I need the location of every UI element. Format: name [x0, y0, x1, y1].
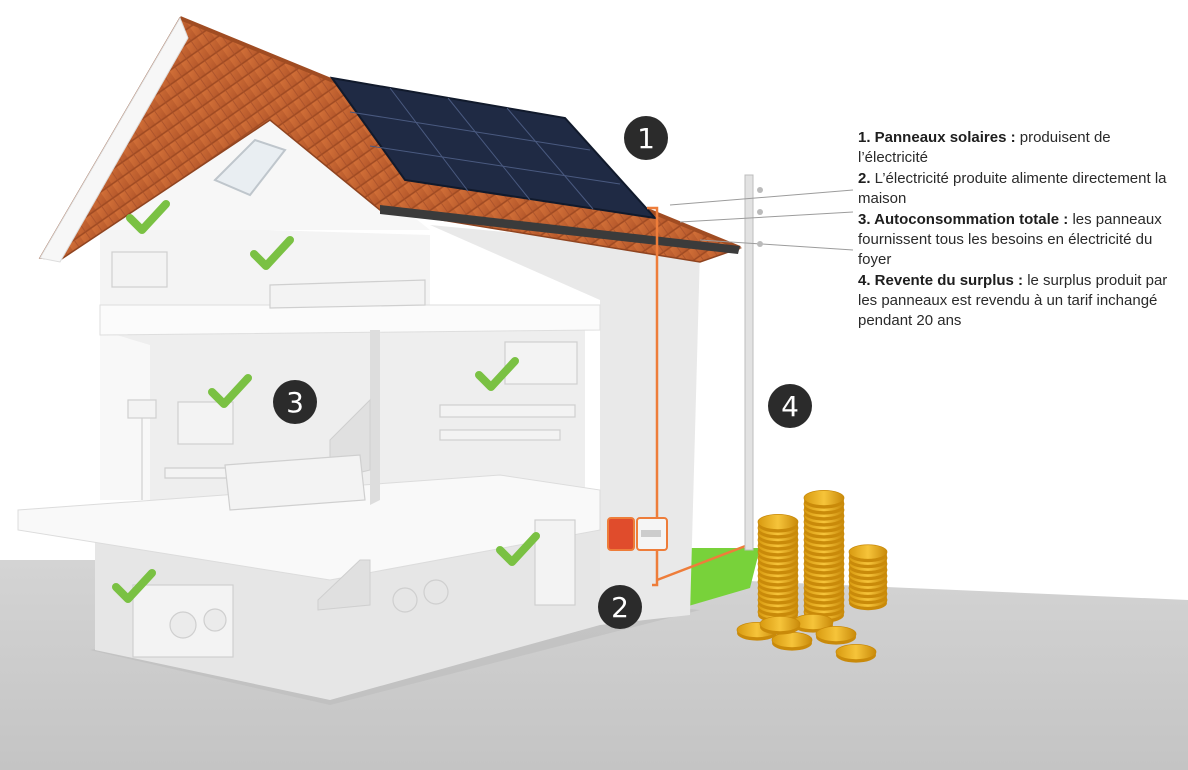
- coin-icon: [771, 632, 813, 651]
- badge-2: 2: [598, 585, 642, 629]
- furniture: [111, 251, 578, 658]
- bedroom-desk: [111, 251, 168, 288]
- legend-item-3: 3. Autoconsommation totale : les panneau…: [858, 210, 1178, 270]
- coin-icon: [759, 616, 801, 635]
- legend-item-4: 4. Revente du surplus : le surplus produ…: [858, 271, 1178, 331]
- kitchen-partition: [370, 330, 380, 505]
- middle-floor-slab: [17, 474, 601, 581]
- check-icon: [475, 357, 519, 391]
- legend-item-title: 3. Autoconsommation totale :: [858, 211, 1069, 228]
- legend-item-2: 2. L’électricité produite alimente direc…: [858, 169, 1178, 209]
- roof-fascia: [380, 205, 740, 254]
- badge-4: 4: [768, 384, 812, 428]
- upper-floor-slab: [99, 304, 601, 336]
- sofa: [224, 454, 366, 511]
- legend-item-text: L’électricité produite alimente directem…: [858, 170, 1167, 207]
- bed: [269, 279, 426, 309]
- coin-icon: [835, 644, 877, 663]
- solar-panel-icon: [329, 76, 658, 220]
- coin-icon: [757, 514, 799, 533]
- electric-meter-icon: [607, 517, 668, 551]
- check-icon: [208, 374, 252, 408]
- coin-stacks: [736, 489, 888, 663]
- svg-text:2: 2: [611, 591, 629, 624]
- legend-item-title: 4. Revente du surplus :: [858, 272, 1024, 289]
- coin-icon: [815, 626, 857, 645]
- check-icon: [496, 532, 540, 566]
- svg-text:4: 4: [781, 390, 799, 423]
- middle-left-wall: [100, 330, 150, 500]
- water-heater: [534, 519, 576, 606]
- bicycle-wheel: [392, 587, 418, 613]
- check-icon: [250, 236, 294, 270]
- check-icon: [112, 569, 156, 603]
- coin-icon: [803, 489, 845, 509]
- tv: [177, 401, 234, 445]
- legend-item-title: 1. Panneaux solaires :: [858, 129, 1016, 146]
- check-marks: [112, 200, 540, 603]
- legend-item-title: 2.: [858, 170, 871, 187]
- coin-icon: [848, 544, 888, 563]
- svg-text:3: 3: [286, 386, 304, 419]
- legend-item-text: produisent de l’électricité: [858, 129, 1111, 166]
- badge-1: 1: [624, 116, 668, 160]
- middle-floor-room: [100, 330, 585, 500]
- floor-lamp-shade: [127, 399, 157, 419]
- legend: 1. Panneaux solaires : produisent de l’é…: [858, 128, 1178, 332]
- check-icon: [126, 200, 170, 234]
- coin-icon: [792, 614, 834, 633]
- svg-text:1: 1: [637, 122, 655, 155]
- legend-item-text: les panneaux fournissent tous les besoin…: [858, 211, 1162, 268]
- kitchen-table: [439, 429, 561, 441]
- legend-item-text: le surplus produit par les panneaux est …: [858, 272, 1168, 329]
- kitchen-counter: [439, 404, 576, 418]
- skylight: [213, 138, 287, 197]
- badge-3: 3: [273, 380, 317, 424]
- legend-item-1: 1. Panneaux solaires : produisent de l’é…: [858, 128, 1178, 168]
- roof-gable-edge: [39, 16, 189, 263]
- electric-pole-icon: [669, 174, 854, 551]
